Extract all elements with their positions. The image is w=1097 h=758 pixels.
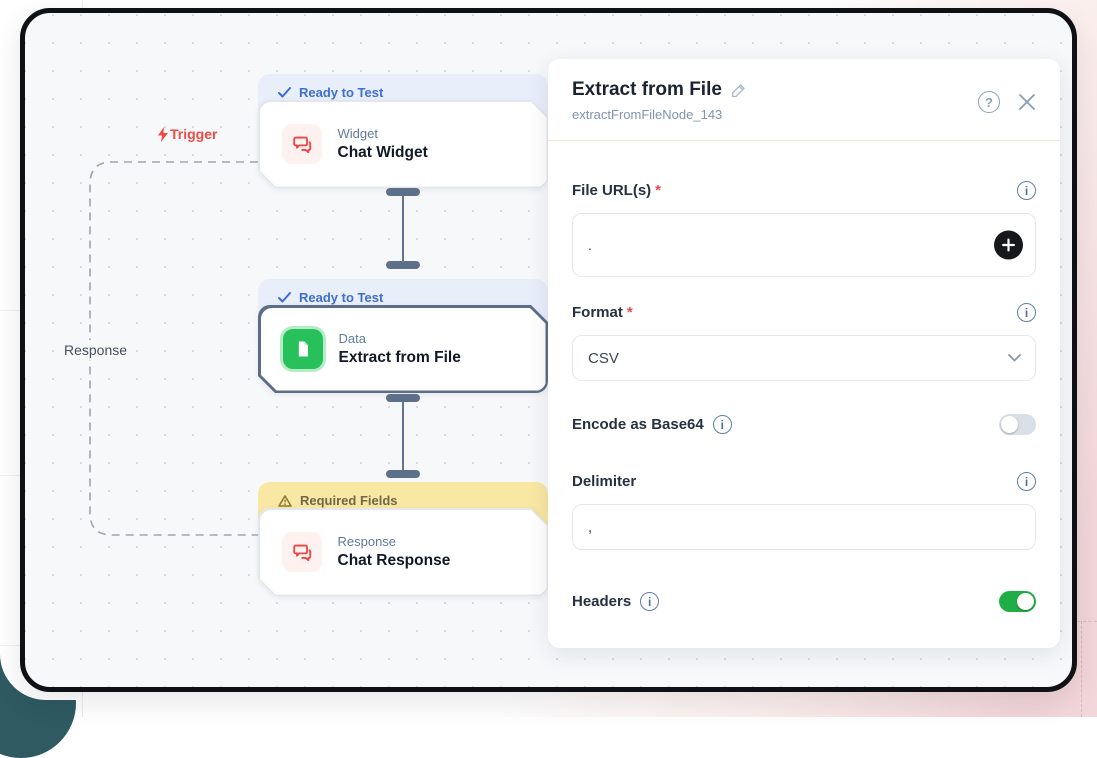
close-icon[interactable] [1018, 93, 1036, 111]
node-title: Chat Response [338, 552, 451, 570]
page-grid-line [0, 310, 22, 311]
info-icon[interactable]: i [1017, 472, 1036, 491]
node-config-panel: Extract from File extractFromFileNode_14… [548, 59, 1060, 648]
format-select[interactable]: CSV [572, 335, 1036, 381]
edge-source-handle[interactable] [386, 188, 420, 196]
trigger-label: Trigger [157, 126, 217, 142]
encode-base64-label: Encode as Base64 [572, 416, 704, 433]
node-id: extractFromFileNode_143 [572, 107, 747, 122]
info-icon[interactable]: i [640, 592, 659, 611]
response-label: Response [58, 340, 133, 360]
chevron-down-icon [1008, 354, 1021, 362]
workflow-canvas[interactable]: Trigger Response Ready to Test [25, 13, 1072, 687]
chat-widget-icon [282, 124, 322, 164]
format-label: Format* [572, 304, 633, 321]
node-category: Response [338, 534, 451, 549]
node-title: Extract from File [339, 349, 461, 367]
file-urls-label: File URL(s)* [572, 182, 661, 199]
node-title: Chat Widget [338, 144, 428, 162]
lightning-bolt-icon [157, 127, 169, 142]
add-file-url-button[interactable] [994, 231, 1023, 260]
node-category: Data [339, 331, 461, 346]
node-card[interactable]: Widget Chat Widget [260, 102, 547, 187]
encode-base64-toggle[interactable] [999, 414, 1036, 435]
node-extract-from-file[interactable]: Ready to Test Data Extract from File [258, 279, 548, 393]
edge-connector [402, 398, 404, 474]
edge-connector [402, 193, 404, 265]
info-icon[interactable]: i [713, 415, 732, 434]
panel-divider [548, 140, 1060, 141]
info-icon[interactable]: i [1017, 303, 1036, 322]
edge-source-handle[interactable] [386, 394, 420, 402]
delimiter-label: Delimiter [572, 473, 636, 490]
panel-title: Extract from File [572, 79, 722, 101]
extract-file-icon [283, 329, 323, 369]
headers-toggle[interactable] [999, 591, 1036, 612]
workflow-frame: Trigger Response Ready to Test [20, 8, 1077, 692]
node-card-selected[interactable]: Data Extract from File [261, 308, 546, 391]
node-chat-widget[interactable]: Ready to Test Widget Chat Widget [258, 74, 548, 188]
edit-pencil-icon[interactable] [730, 82, 747, 99]
check-icon [278, 87, 291, 98]
warning-triangle-icon [278, 495, 292, 507]
edge-target-handle[interactable] [386, 261, 420, 269]
file-urls-input[interactable]: . [572, 213, 1036, 277]
info-icon[interactable]: i [1017, 181, 1036, 200]
node-chat-response[interactable]: Required Fields Response Chat Response [258, 482, 548, 596]
help-icon[interactable]: ? [978, 91, 1000, 113]
chat-response-icon [282, 532, 322, 572]
node-card[interactable]: Response Chat Response [260, 510, 547, 595]
headers-label: Headers [572, 593, 631, 610]
delimiter-input[interactable]: , [572, 504, 1036, 550]
page-grid-line [0, 645, 22, 646]
node-category: Widget [338, 126, 428, 141]
page-grid-line [0, 475, 22, 476]
edge-target-handle[interactable] [386, 470, 420, 478]
check-icon [278, 292, 291, 303]
page-grid-dashed-line [1081, 621, 1082, 717]
